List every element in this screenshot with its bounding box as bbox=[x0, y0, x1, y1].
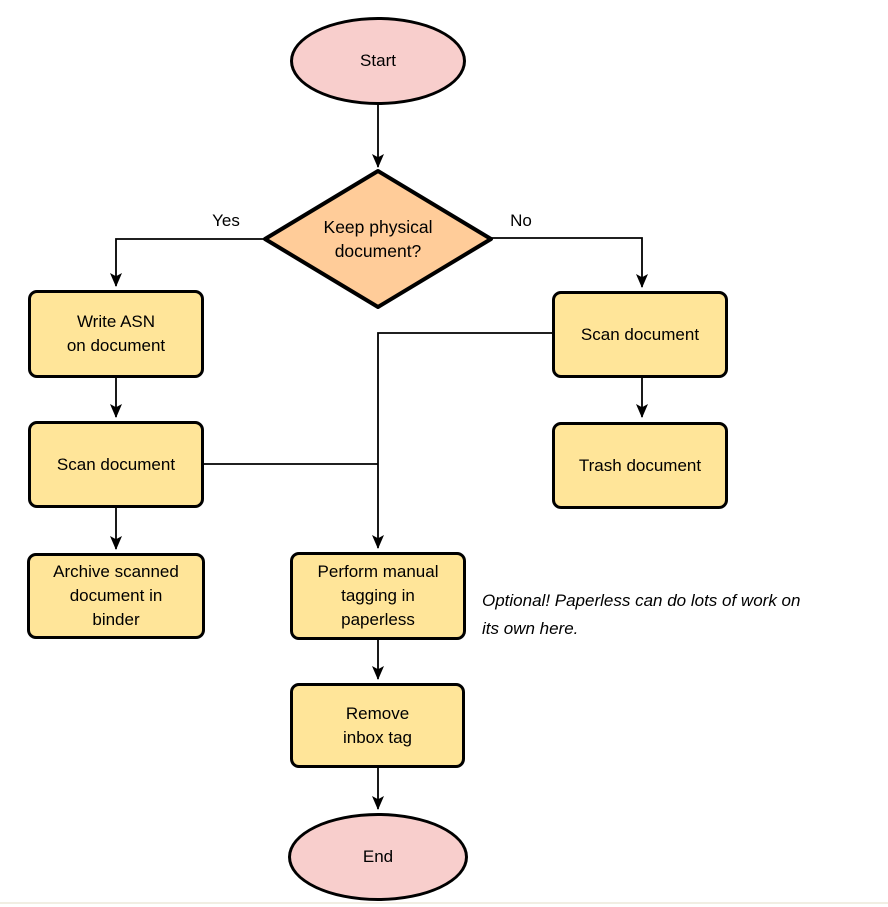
process-scan-document-right-label: Scan document bbox=[580, 324, 700, 344]
end-node-label: End bbox=[362, 847, 394, 866]
connector-decision-yes-to-write-asn bbox=[110, 238, 265, 287]
process-scan-document-left: Scan document bbox=[28, 421, 204, 508]
start-node: Start bbox=[290, 17, 466, 105]
page-bottom-divider bbox=[0, 902, 888, 904]
decision-node: Keep physical document? bbox=[262, 168, 494, 310]
edge-label-yes: Yes bbox=[212, 211, 240, 230]
connector-decision-no-to-scan-right bbox=[490, 237, 648, 288]
start-node-label: Start bbox=[360, 51, 396, 70]
process-trash-document: Trash document bbox=[552, 422, 728, 509]
process-remove-inbox-tag-label: Remove inbox tag bbox=[343, 703, 412, 747]
process-scan-document-left-label: Scan document bbox=[56, 454, 176, 474]
end-node: End bbox=[288, 813, 468, 901]
decision-node-label: Keep physical document? bbox=[323, 217, 433, 261]
edge-label-no: No bbox=[510, 211, 532, 230]
decision-diamond-shape bbox=[263, 169, 493, 309]
process-trash-document-label: Trash document bbox=[578, 455, 702, 475]
process-scan-document-right: Scan document bbox=[552, 291, 728, 378]
process-remove-inbox-tag: Remove inbox tag bbox=[290, 683, 465, 768]
process-perform-manual-tagging: Perform manual tagging in paperless bbox=[290, 552, 466, 640]
process-archive-scanned: Archive scanned document in binder bbox=[27, 553, 205, 639]
process-write-asn-label: Write ASN on document bbox=[66, 312, 166, 355]
process-archive-scanned-label: Archive scanned document in binder bbox=[53, 562, 179, 629]
connector-scan-right-to-perform-tagging bbox=[372, 332, 552, 549]
process-write-asn: Write ASN on document bbox=[28, 290, 204, 378]
optional-note: Optional! Paperless can do lots of work … bbox=[482, 591, 801, 638]
process-perform-manual-tagging-label: Perform manual tagging in paperless bbox=[317, 562, 439, 629]
